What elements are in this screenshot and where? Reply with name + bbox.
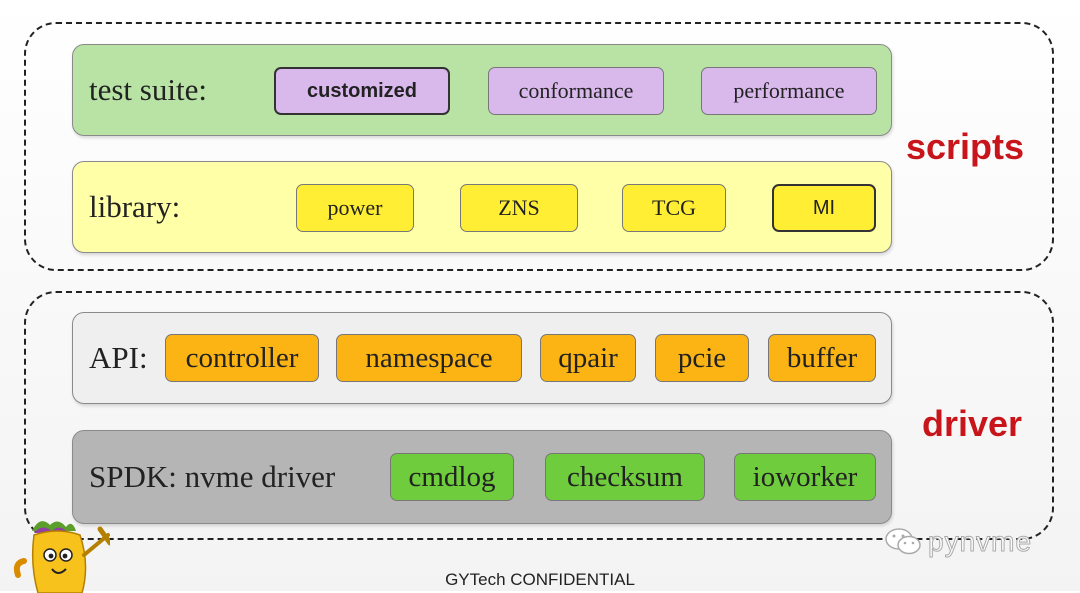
chip-cmdlog[interactable]: cmdlog — [390, 453, 514, 501]
driver-group — [24, 291, 1054, 540]
chip-performance[interactable]: performance — [701, 67, 877, 115]
api-label: API: — [89, 340, 148, 375]
library-label: library: — [89, 189, 181, 224]
test-suite-label: test suite: — [89, 72, 207, 107]
wechat-icon — [885, 528, 921, 555]
watermark-text: pynvme — [927, 526, 1033, 558]
chip-tcg[interactable]: TCG — [622, 184, 726, 232]
chip-power[interactable]: power — [296, 184, 414, 232]
chip-checksum[interactable]: checksum — [545, 453, 705, 501]
scripts-group — [24, 22, 1054, 271]
chip-customized[interactable]: customized — [274, 67, 450, 115]
chip-qpair[interactable]: qpair — [540, 334, 636, 382]
footer-confidential: GYTech CONFIDENTIAL — [445, 570, 635, 589]
scripts-label: scripts — [906, 126, 1025, 167]
chip-controller[interactable]: controller — [165, 334, 319, 382]
driver-label: driver — [922, 403, 1023, 444]
chip-pcie[interactable]: pcie — [655, 334, 749, 382]
chip-conformance[interactable]: conformance — [488, 67, 664, 115]
chip-buffer[interactable]: buffer — [768, 334, 876, 382]
spdk-label: SPDK: nvme driver — [89, 459, 336, 494]
chip-ioworker[interactable]: ioworker — [734, 453, 876, 501]
mascot-icon — [13, 521, 110, 593]
chip-namespace[interactable]: namespace — [336, 334, 522, 382]
watermark: pynvme — [884, 526, 1032, 558]
chip-mi[interactable]: MI — [772, 184, 876, 232]
chip-zns[interactable]: ZNS — [460, 184, 578, 232]
